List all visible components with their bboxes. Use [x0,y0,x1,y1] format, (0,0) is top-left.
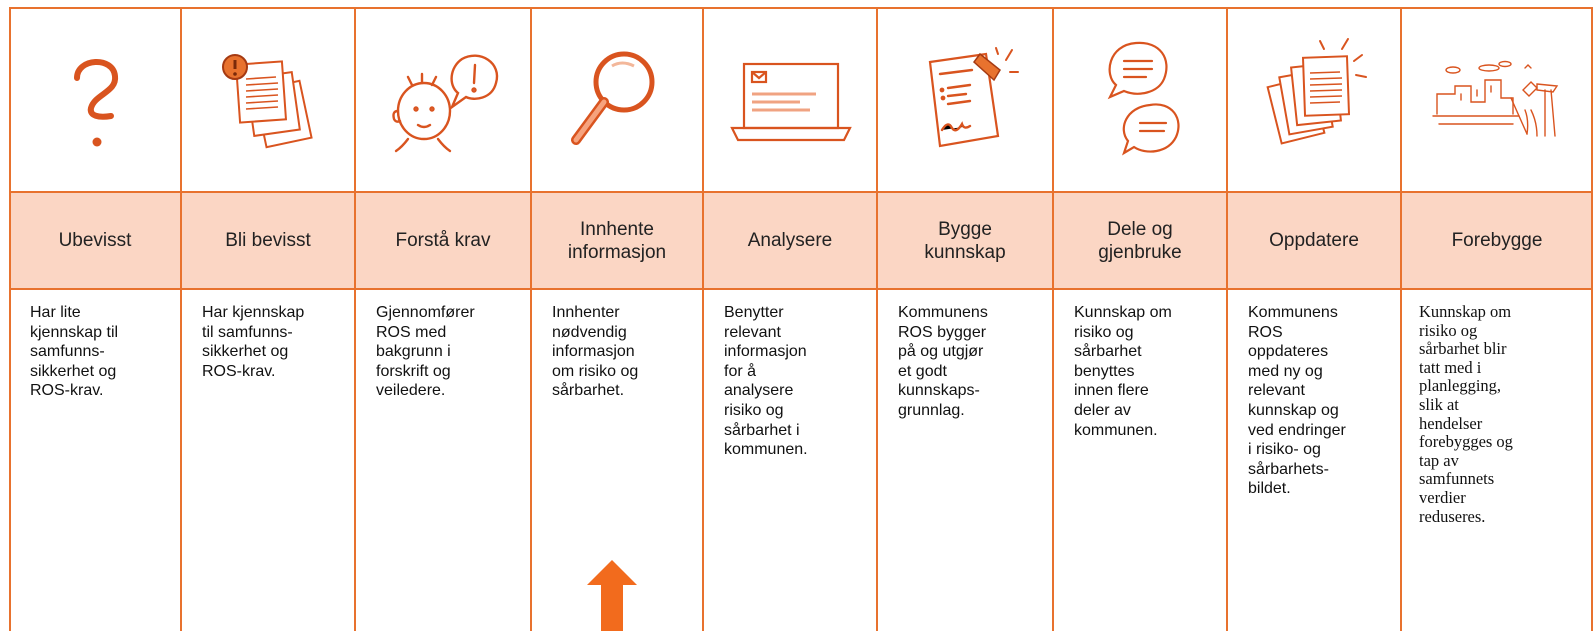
step-column-forsta-krav: Forstå krav Gjennomfører ROS med bakgrun… [355,7,531,631]
step-description-cell: Innhenter nødvendig informasjon om risik… [531,290,703,631]
step-column-ubevisst: Ubevisst Har lite kjennskap til samfunns… [9,7,181,631]
step-title: Dele og gjenbruke [1098,218,1182,263]
column-divider [9,7,11,631]
step-description-cell: Kommunens ROS bygger på og utgjør et god… [877,290,1053,631]
column-divider [1591,7,1593,631]
signed-document-icon [928,47,1019,148]
step-description: Benytter relevant informasjon for å anal… [724,304,808,459]
step-description-cell: Har kjennskap til samfunns- sikkerhet og… [181,290,355,631]
icon-cell [1227,7,1401,191]
column-divider [1226,7,1228,631]
icon-cell [1053,7,1227,191]
documents-alert-icon [222,54,313,149]
step-title-cell: Forstå krav [355,191,531,290]
step-description-cell: Har lite kjennskap til samfunns- sikkerh… [9,290,181,631]
up-arrow-icon [587,560,637,631]
icon-cell [355,7,531,191]
step-column-dele-og-gjenbruke: Dele og gjenbruke Kunnskap om risiko og … [1053,7,1227,631]
step-description: Kommunens ROS bygger på og utgjør et god… [898,304,988,419]
step-title-cell: Dele og gjenbruke [1053,191,1227,290]
step-description: Har kjennskap til samfunns- sikkerhet og… [202,304,305,380]
column-divider [180,7,182,631]
magnifying-glass-icon [571,51,655,145]
step-description: Gjennomfører ROS med bakgrunn i forskrif… [376,304,475,400]
step-title: Analysere [747,230,833,251]
step-column-bli-bevisst: Bli bevisst Har kjennskap til samfunns- … [181,7,355,631]
step-title-cell: Bli bevisst [181,191,355,290]
icon-cell [181,7,355,191]
step-description-cell: Kunnskap om risiko og sårbarhet blir tat… [1401,290,1593,631]
step-column-bygge-kunnskap: Bygge kunnskap Kommunens ROS bygger på o… [877,7,1053,631]
step-title: Forstå krav [395,230,491,251]
step-title-cell: Analysere [703,191,877,290]
step-description-cell: Kunnskap om risiko og sårbarhet benyttes… [1053,290,1227,631]
step-title: Forebygge [1451,230,1543,251]
step-description: Kommunens ROS oppdateres med ny og relev… [1248,304,1346,498]
icon-cell [703,7,877,191]
icon-cell [1401,7,1593,191]
step-description: Har lite kjennskap til samfunns- sikkerh… [30,304,119,400]
step-description-cell: Benytter relevant informasjon for å anal… [703,290,877,631]
step-title-cell: Forebygge [1401,191,1593,290]
step-title: Bli bevisst [225,230,311,251]
step-title: Bygge kunnskap [924,218,1006,263]
column-divider [702,7,704,631]
maturity-ladder: Ubevisst Har lite kjennskap til samfunns… [9,7,1593,631]
icon-cell [9,7,181,191]
step-description-cell: Kommunens ROS oppdateres med ny og relev… [1227,290,1401,631]
column-divider [1052,7,1054,631]
step-title: Ubevisst [58,230,132,251]
column-divider [354,7,356,631]
step-description: Kunnskap om risiko og sårbarhet benyttes… [1074,304,1172,439]
step-description-cell: Gjennomfører ROS med bakgrunn i forskrif… [355,290,531,631]
question-mark-icon [74,59,119,147]
step-title-cell: Ubevisst [9,191,181,290]
column-divider [876,7,878,631]
speech-bubbles-icon [1107,41,1180,156]
column-divider [530,7,532,631]
step-title: Oppdatere [1269,230,1359,251]
step-title-cell: Oppdatere [1227,191,1401,290]
step-title-cell: Innhente informasjon [531,191,703,290]
step-description: Kunnskap om risiko og sårbarhet blir tat… [1419,302,1513,526]
column-divider [1400,7,1402,631]
step-title-cell: Bygge kunnskap [877,191,1053,290]
step-column-oppdatere: Oppdatere Kommunens ROS oppdateres med n… [1227,7,1401,631]
step-column-innhente-informasjon: Innhente informasjon Innhenter nødvendig… [531,7,703,631]
person-speech-exclamation-icon [392,54,499,153]
city-tools-sketch-icon [1432,60,1559,137]
document-stack-icon [1266,38,1367,145]
step-column-analysere: Analysere Benytter relevant informasjon … [703,7,877,631]
step-column-forebygge: Forebygge Kunnskap om risiko og sårbarhe… [1401,7,1593,631]
icon-cell [877,7,1053,191]
step-title: Innhente informasjon [567,218,667,263]
icon-cell [531,7,703,191]
laptop-icon [730,62,852,142]
step-description: Innhenter nødvendig informasjon om risik… [552,304,639,400]
